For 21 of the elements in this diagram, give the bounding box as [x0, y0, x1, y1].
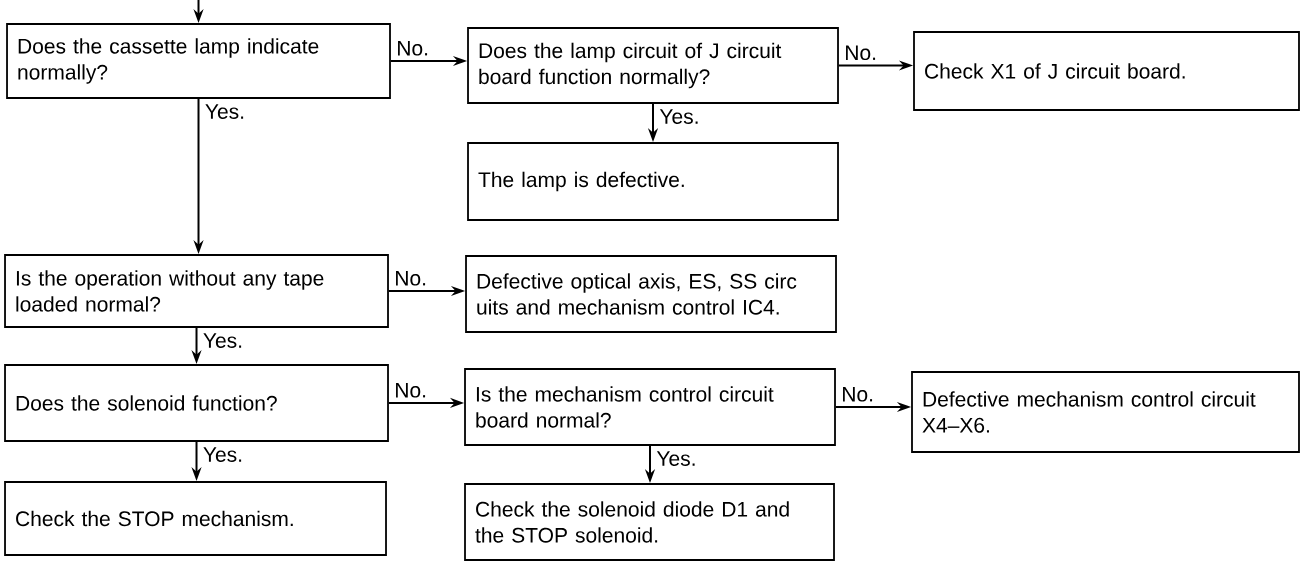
- process-box: Check the STOP mechanism.: [4, 481, 387, 556]
- edge-label: Yes.: [200, 445, 245, 464]
- edge-label: No.: [842, 43, 879, 63]
- process-box: Does the solenoid function?: [4, 364, 389, 442]
- edge-label: No.: [839, 384, 876, 404]
- edge-label: No.: [392, 268, 429, 288]
- process-box: Defective optical axis, ES, SS circ uits and mechanism control IC4.: [465, 255, 837, 333]
- process-box: Is the mechanism control circuit board normal?: [464, 368, 836, 446]
- process-box: Check the solenoid diode D1 and the STOP solenoid.: [464, 483, 835, 561]
- process-box: The lamp is defective.: [467, 142, 839, 221]
- edge-label: Yes.: [654, 449, 699, 468]
- process-box: Check X1 of J circuit board.: [913, 31, 1300, 111]
- edge-label: Yes.: [202, 102, 247, 121]
- edge-label: Yes.: [200, 331, 245, 350]
- process-box: Does the lamp circuit of J circuit board function normally?: [467, 27, 839, 104]
- edge-label: No.: [392, 380, 429, 400]
- process-box: Does the cassette lamp indicate normally?: [6, 23, 391, 99]
- process-box: Defective mechanism control circuit X4–X6.: [911, 371, 1300, 453]
- process-box: Is the operation without any tape loaded normal?: [4, 254, 389, 328]
- edge-label: Yes.: [657, 107, 702, 126]
- edge-label: No.: [394, 38, 431, 58]
